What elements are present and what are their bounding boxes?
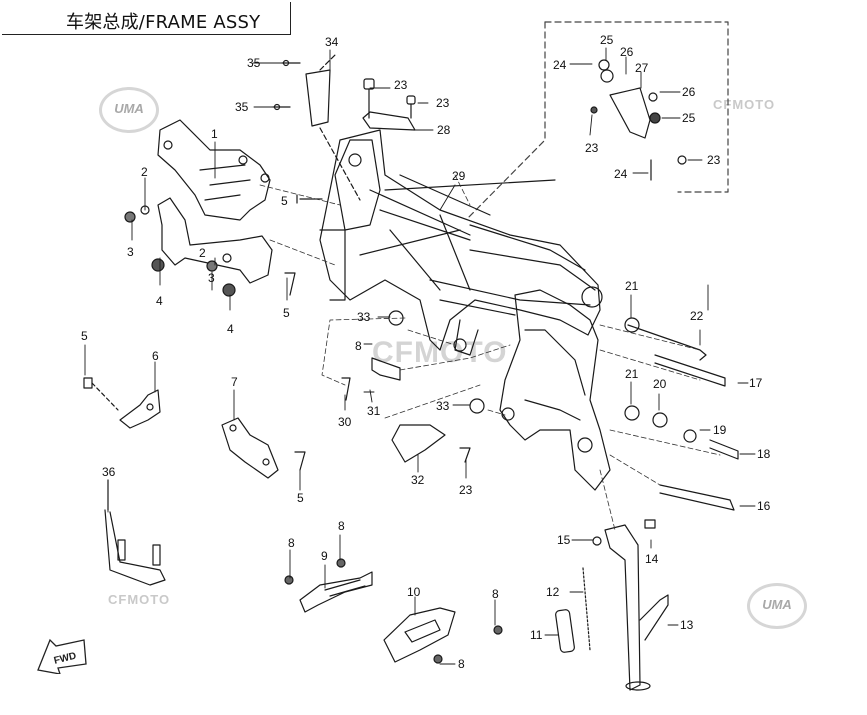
callout-9: 9	[321, 549, 328, 563]
callout-5: 5	[281, 194, 288, 208]
callout-5c: 5	[81, 329, 88, 343]
callout-28: 28	[437, 123, 451, 137]
callout-18: 18	[757, 447, 771, 461]
bolt-16	[659, 484, 735, 511]
callout-8d: 8	[492, 587, 499, 601]
bracket-10	[383, 607, 503, 664]
side-stand-13	[555, 519, 669, 691]
callout-35b: 35	[235, 100, 249, 114]
uma-watermark-text: UMA	[114, 101, 144, 116]
callout-5b: 5	[283, 306, 290, 320]
footpeg-9	[284, 558, 373, 613]
callout-23: 23	[394, 78, 408, 92]
callout-21b: 21	[625, 367, 639, 381]
fwd-label: FWD	[53, 651, 78, 667]
callout-4b: 4	[227, 322, 234, 336]
diagram-title: 车架总成/FRAME ASSY	[66, 12, 261, 33]
bracket-28	[362, 111, 416, 131]
callout-15: 15	[557, 533, 571, 547]
callout-4: 4	[156, 294, 163, 308]
callout-5d: 5	[297, 491, 304, 505]
uma-watermark-logo: UMA	[99, 87, 159, 133]
callout-12: 12	[546, 585, 560, 599]
callout-8c: 8	[288, 536, 295, 550]
callout-11: 11	[530, 628, 543, 642]
lower-plate	[157, 197, 273, 284]
callout-22: 22	[690, 309, 704, 323]
detail-parts	[590, 59, 687, 181]
callout-27: 27	[635, 61, 649, 75]
callout-33b: 33	[436, 399, 450, 413]
leader-lines	[84, 47, 756, 665]
cfmoto-watermark-2: CFMOTO	[108, 592, 171, 607]
callout-17: 17	[749, 376, 763, 390]
callout-26: 26	[620, 45, 634, 59]
callout-31: 31	[367, 404, 381, 418]
bracket-31	[371, 357, 401, 381]
callout-36: 36	[102, 465, 116, 479]
callout-19: 19	[713, 423, 727, 437]
uma-watermark-text-2: UMA	[762, 597, 792, 612]
callout-29: 29	[452, 169, 466, 183]
guard-36	[104, 479, 166, 586]
callout-16: 16	[757, 499, 771, 513]
callout-21: 21	[625, 279, 639, 293]
callout-8e: 8	[458, 657, 465, 671]
bolt-22	[627, 324, 707, 361]
bolt-17	[654, 354, 726, 387]
callout-24b: 24	[614, 167, 628, 181]
bracket-6	[83, 377, 161, 429]
callout-labels: 1 2 2 3 3 4 4 5 5 5 5 6 7 8 8 8 8 8 9 10…	[81, 33, 771, 671]
callout-14: 14	[645, 552, 659, 566]
callout-1: 1	[211, 127, 218, 141]
callout-32: 32	[411, 473, 425, 487]
callout-25b: 25	[682, 111, 696, 125]
callout-23c: 23	[459, 483, 473, 497]
callout-35: 35	[247, 56, 261, 70]
fwd-arrow-icon: FWD	[37, 638, 87, 674]
callout-34: 34	[325, 35, 339, 49]
callout-3: 3	[127, 245, 134, 259]
callout-30: 30	[338, 415, 352, 429]
callout-23d: 23	[585, 141, 599, 155]
callout-25: 25	[600, 33, 614, 47]
detail-box-left	[467, 21, 546, 219]
assembly-lines	[259, 174, 721, 531]
callout-23e: 23	[707, 153, 721, 167]
bracket-7	[221, 417, 306, 479]
callout-24: 24	[553, 58, 567, 72]
callout-8: 8	[355, 339, 362, 353]
callout-20: 20	[653, 377, 667, 391]
callout-33: 33	[357, 310, 371, 324]
bracket-32	[391, 424, 446, 463]
callout-2b: 2	[199, 246, 206, 260]
title-box: 车架总成/FRAME ASSY	[2, 2, 291, 35]
callout-10: 10	[407, 585, 421, 599]
callout-26b: 26	[682, 85, 696, 99]
callout-6: 6	[152, 349, 159, 363]
callout-3b: 3	[208, 271, 215, 285]
callout-2: 2	[141, 165, 148, 179]
callout-8b: 8	[338, 519, 345, 533]
detail-box-outline	[544, 21, 729, 193]
plate-34	[305, 69, 331, 127]
bolt-18	[709, 439, 739, 460]
uma-watermark-logo-2: UMA	[747, 583, 807, 629]
callout-13: 13	[680, 618, 694, 632]
callout-23b: 23	[436, 96, 450, 110]
callout-7: 7	[231, 375, 238, 389]
main-frame	[319, 129, 611, 491]
